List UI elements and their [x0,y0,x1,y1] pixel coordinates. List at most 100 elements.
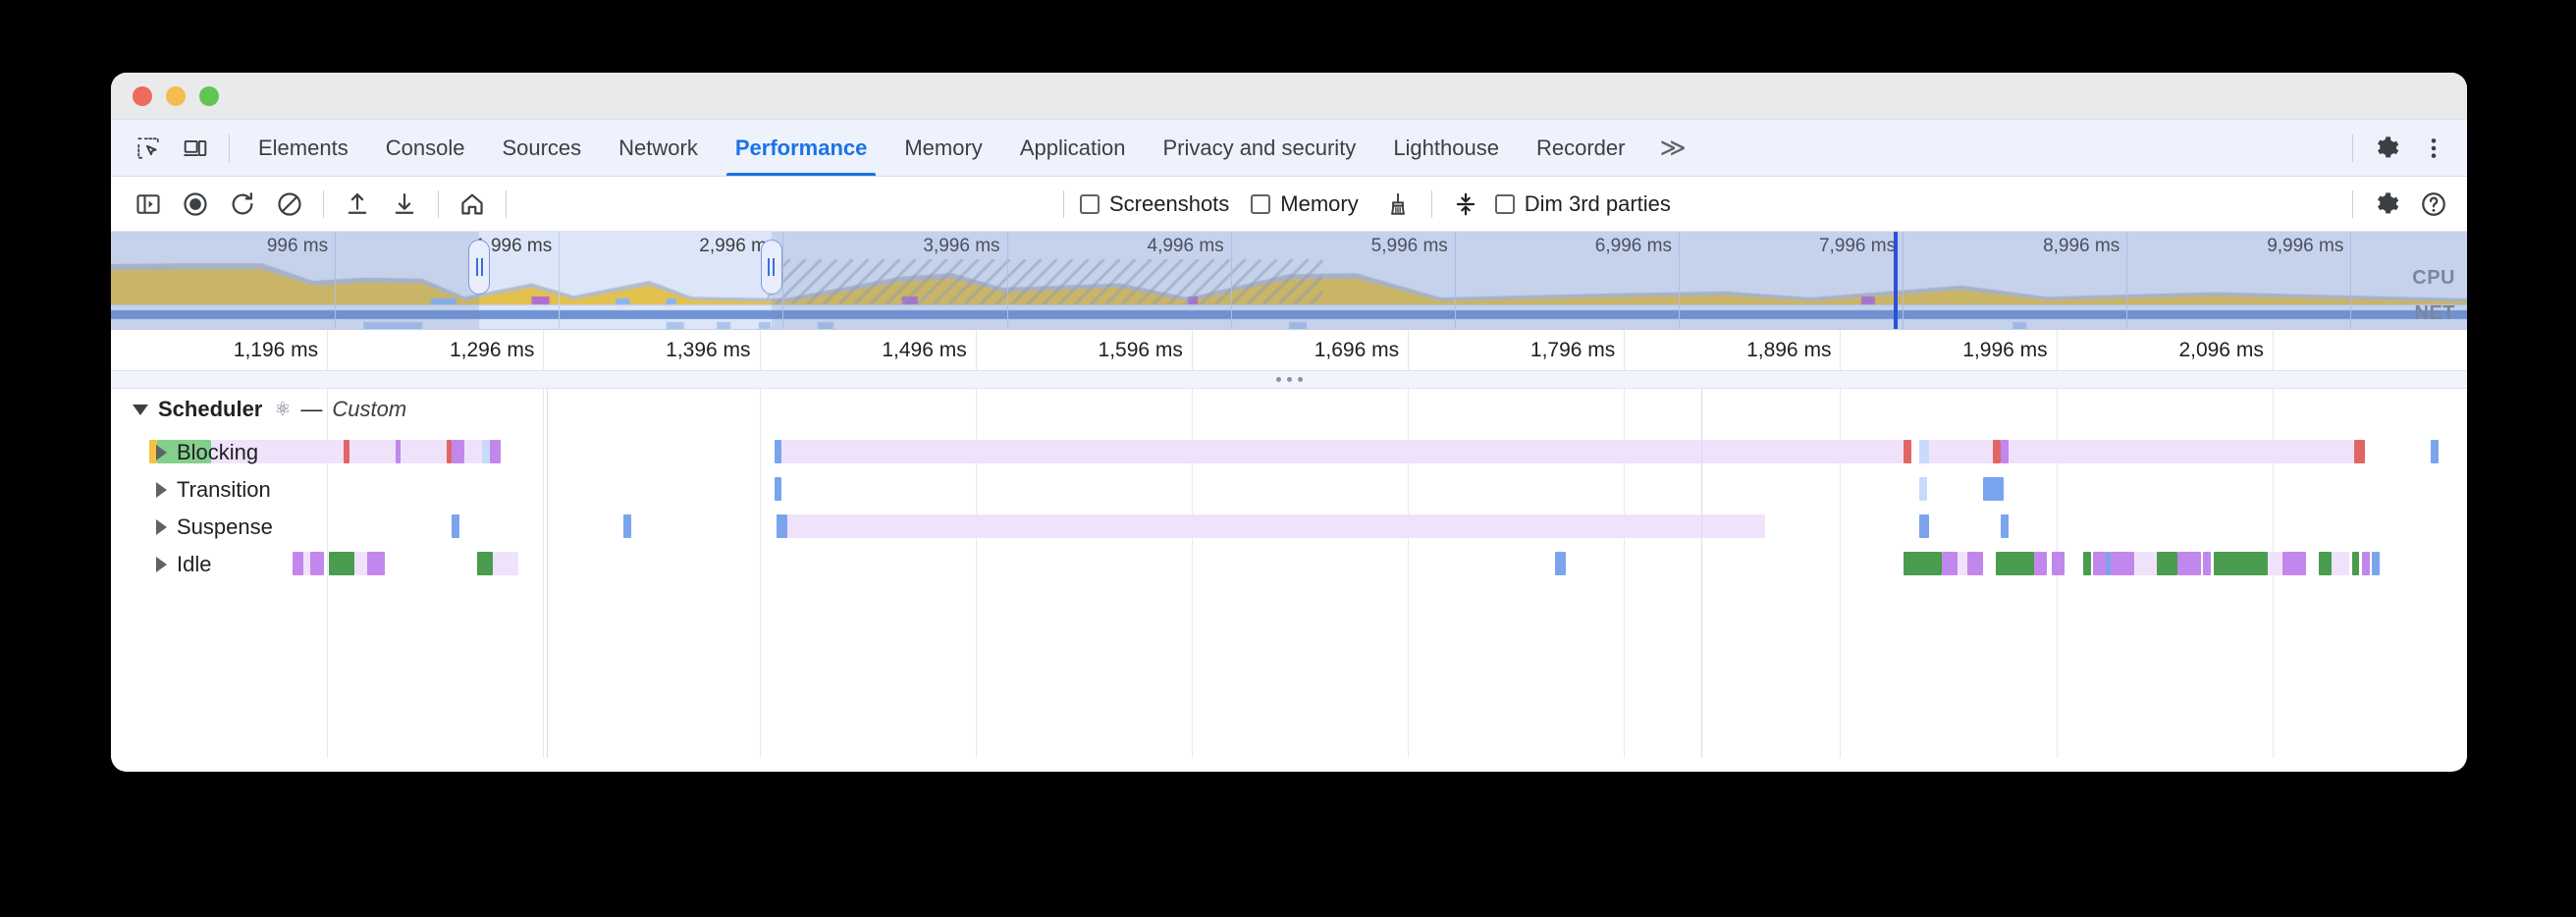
tab-console[interactable]: Console [367,120,484,176]
pane-resize-handle[interactable] [111,371,2467,389]
flame-bar[interactable] [1929,440,1994,463]
zoom-window-button[interactable] [199,85,219,106]
flame-bar[interactable] [344,440,349,463]
flame-bar[interactable] [310,552,324,575]
flame-bar[interactable] [2354,440,2365,463]
kebab-menu-icon[interactable] [2410,127,2457,170]
flame-bar[interactable] [149,440,157,463]
tab-network[interactable]: Network [600,120,717,176]
dim-3rd-parties-checkbox[interactable]: Dim 3rd parties [1489,188,1677,221]
chevron-right-icon[interactable] [156,445,167,460]
tab-privacy-and-security[interactable]: Privacy and security [1144,120,1374,176]
chevron-right-icon[interactable] [156,482,167,498]
flame-bar[interactable] [2267,552,2283,575]
flame-bar[interactable] [446,440,452,463]
flame-bar[interactable] [2203,552,2212,575]
flame-bar[interactable] [349,440,396,463]
flame-bar[interactable] [774,440,782,463]
tab-memory[interactable]: Memory [886,120,1000,176]
chevron-right-icon[interactable] [156,519,167,535]
tab-application[interactable]: Application [1001,120,1145,176]
flame-bar[interactable] [1555,552,1566,575]
track-group-scheduler[interactable]: Scheduler ⚛ — Custom [111,389,2467,430]
clear-button[interactable] [266,183,313,226]
flame-bar[interactable] [293,552,303,575]
screenshots-checkbox-box[interactable] [1080,193,1100,214]
flame-bar[interactable] [2177,552,2201,575]
dim-3rd-parties-checkbox-box[interactable] [1494,193,1515,214]
more-tabs-icon[interactable]: ≫ [1643,120,1699,176]
load-profile-button[interactable] [334,183,381,226]
toggle-sidebar-button[interactable] [125,183,172,226]
minimize-window-button[interactable] [166,85,186,106]
inspect-element-icon[interactable] [125,127,172,170]
flame-bar[interactable] [2372,552,2381,575]
gear-icon[interactable] [2363,127,2410,170]
flame-bar[interactable] [1993,440,2002,463]
flame-bar[interactable] [2431,440,2440,463]
flame-bar[interactable] [1918,440,1930,463]
flame-bar[interactable] [2082,552,2091,575]
flame-bar[interactable] [1967,552,1983,575]
overview-window-left-handle[interactable] [468,240,490,295]
flame-bar[interactable] [482,440,491,463]
track-group-scheduler-label[interactable]: Scheduler ⚛ — Custom [111,389,406,430]
device-toolbar-icon[interactable] [172,127,219,170]
memory-checkbox-box[interactable] [1251,193,1271,214]
flame-bar[interactable] [1904,440,1911,463]
chevron-right-icon[interactable] [156,557,167,572]
flame-bar[interactable] [395,440,401,463]
flame-bar[interactable] [2157,552,2178,575]
flame-bar[interactable] [2001,514,2010,538]
flame-bar[interactable] [210,440,345,463]
flame-bar[interactable] [451,514,459,538]
track-row-label[interactable]: Idle [111,546,211,583]
reload-and-record-button[interactable] [219,183,266,226]
track-row[interactable]: Suspense [111,509,2467,546]
track-row[interactable]: Idle [111,546,2467,583]
flame-bar[interactable] [1918,477,1927,501]
save-profile-button[interactable] [381,183,428,226]
flame-bar[interactable] [302,552,311,575]
flame-bar[interactable] [2213,552,2268,575]
flame-bar[interactable] [1982,477,2004,501]
tab-lighthouse[interactable]: Lighthouse [1374,120,1518,176]
flame-bar[interactable] [2034,552,2048,575]
flame-bar[interactable] [400,440,447,463]
overview-window-right-handle[interactable] [760,240,782,295]
flame-bar[interactable] [451,440,464,463]
gear-icon[interactable] [2363,183,2410,226]
flame-bar[interactable] [2282,552,2306,575]
flame-bar[interactable] [1942,552,1958,575]
tab-recorder[interactable]: Recorder [1518,120,1643,176]
flame-bar[interactable] [2106,552,2112,575]
track-row[interactable]: Blocking [111,434,2467,471]
chevron-down-icon[interactable] [133,404,148,415]
track-row[interactable]: Transition [111,471,2467,509]
tab-sources[interactable]: Sources [483,120,600,176]
flame-bar[interactable] [2093,552,2107,575]
flame-bar[interactable] [328,552,354,575]
collapse-vertical-icon[interactable] [1442,183,1489,226]
track-row-label[interactable]: Transition [111,471,271,509]
flame-bar[interactable] [2351,552,2360,575]
tab-performance[interactable]: Performance [717,120,886,176]
flame-bar[interactable] [2111,552,2134,575]
flame-bar[interactable] [2362,552,2370,575]
flame-bar[interactable] [2318,552,2332,575]
flame-bar[interactable] [2331,552,2349,575]
flame-bar[interactable] [777,514,787,538]
tab-elements[interactable]: Elements [240,120,367,176]
overview-playhead[interactable] [1893,232,1898,329]
home-icon[interactable] [449,183,496,226]
flame-bar[interactable] [1996,552,2035,575]
flame-bar[interactable] [1904,552,1943,575]
flame-bar[interactable] [353,552,367,575]
flame-bar[interactable] [492,552,518,575]
track-row-label[interactable]: Suspense [111,509,273,546]
flame-bar[interactable] [464,440,483,463]
flame-bar[interactable] [622,514,631,538]
flame-bar[interactable] [786,514,1766,538]
flame-bar[interactable] [2052,552,2066,575]
